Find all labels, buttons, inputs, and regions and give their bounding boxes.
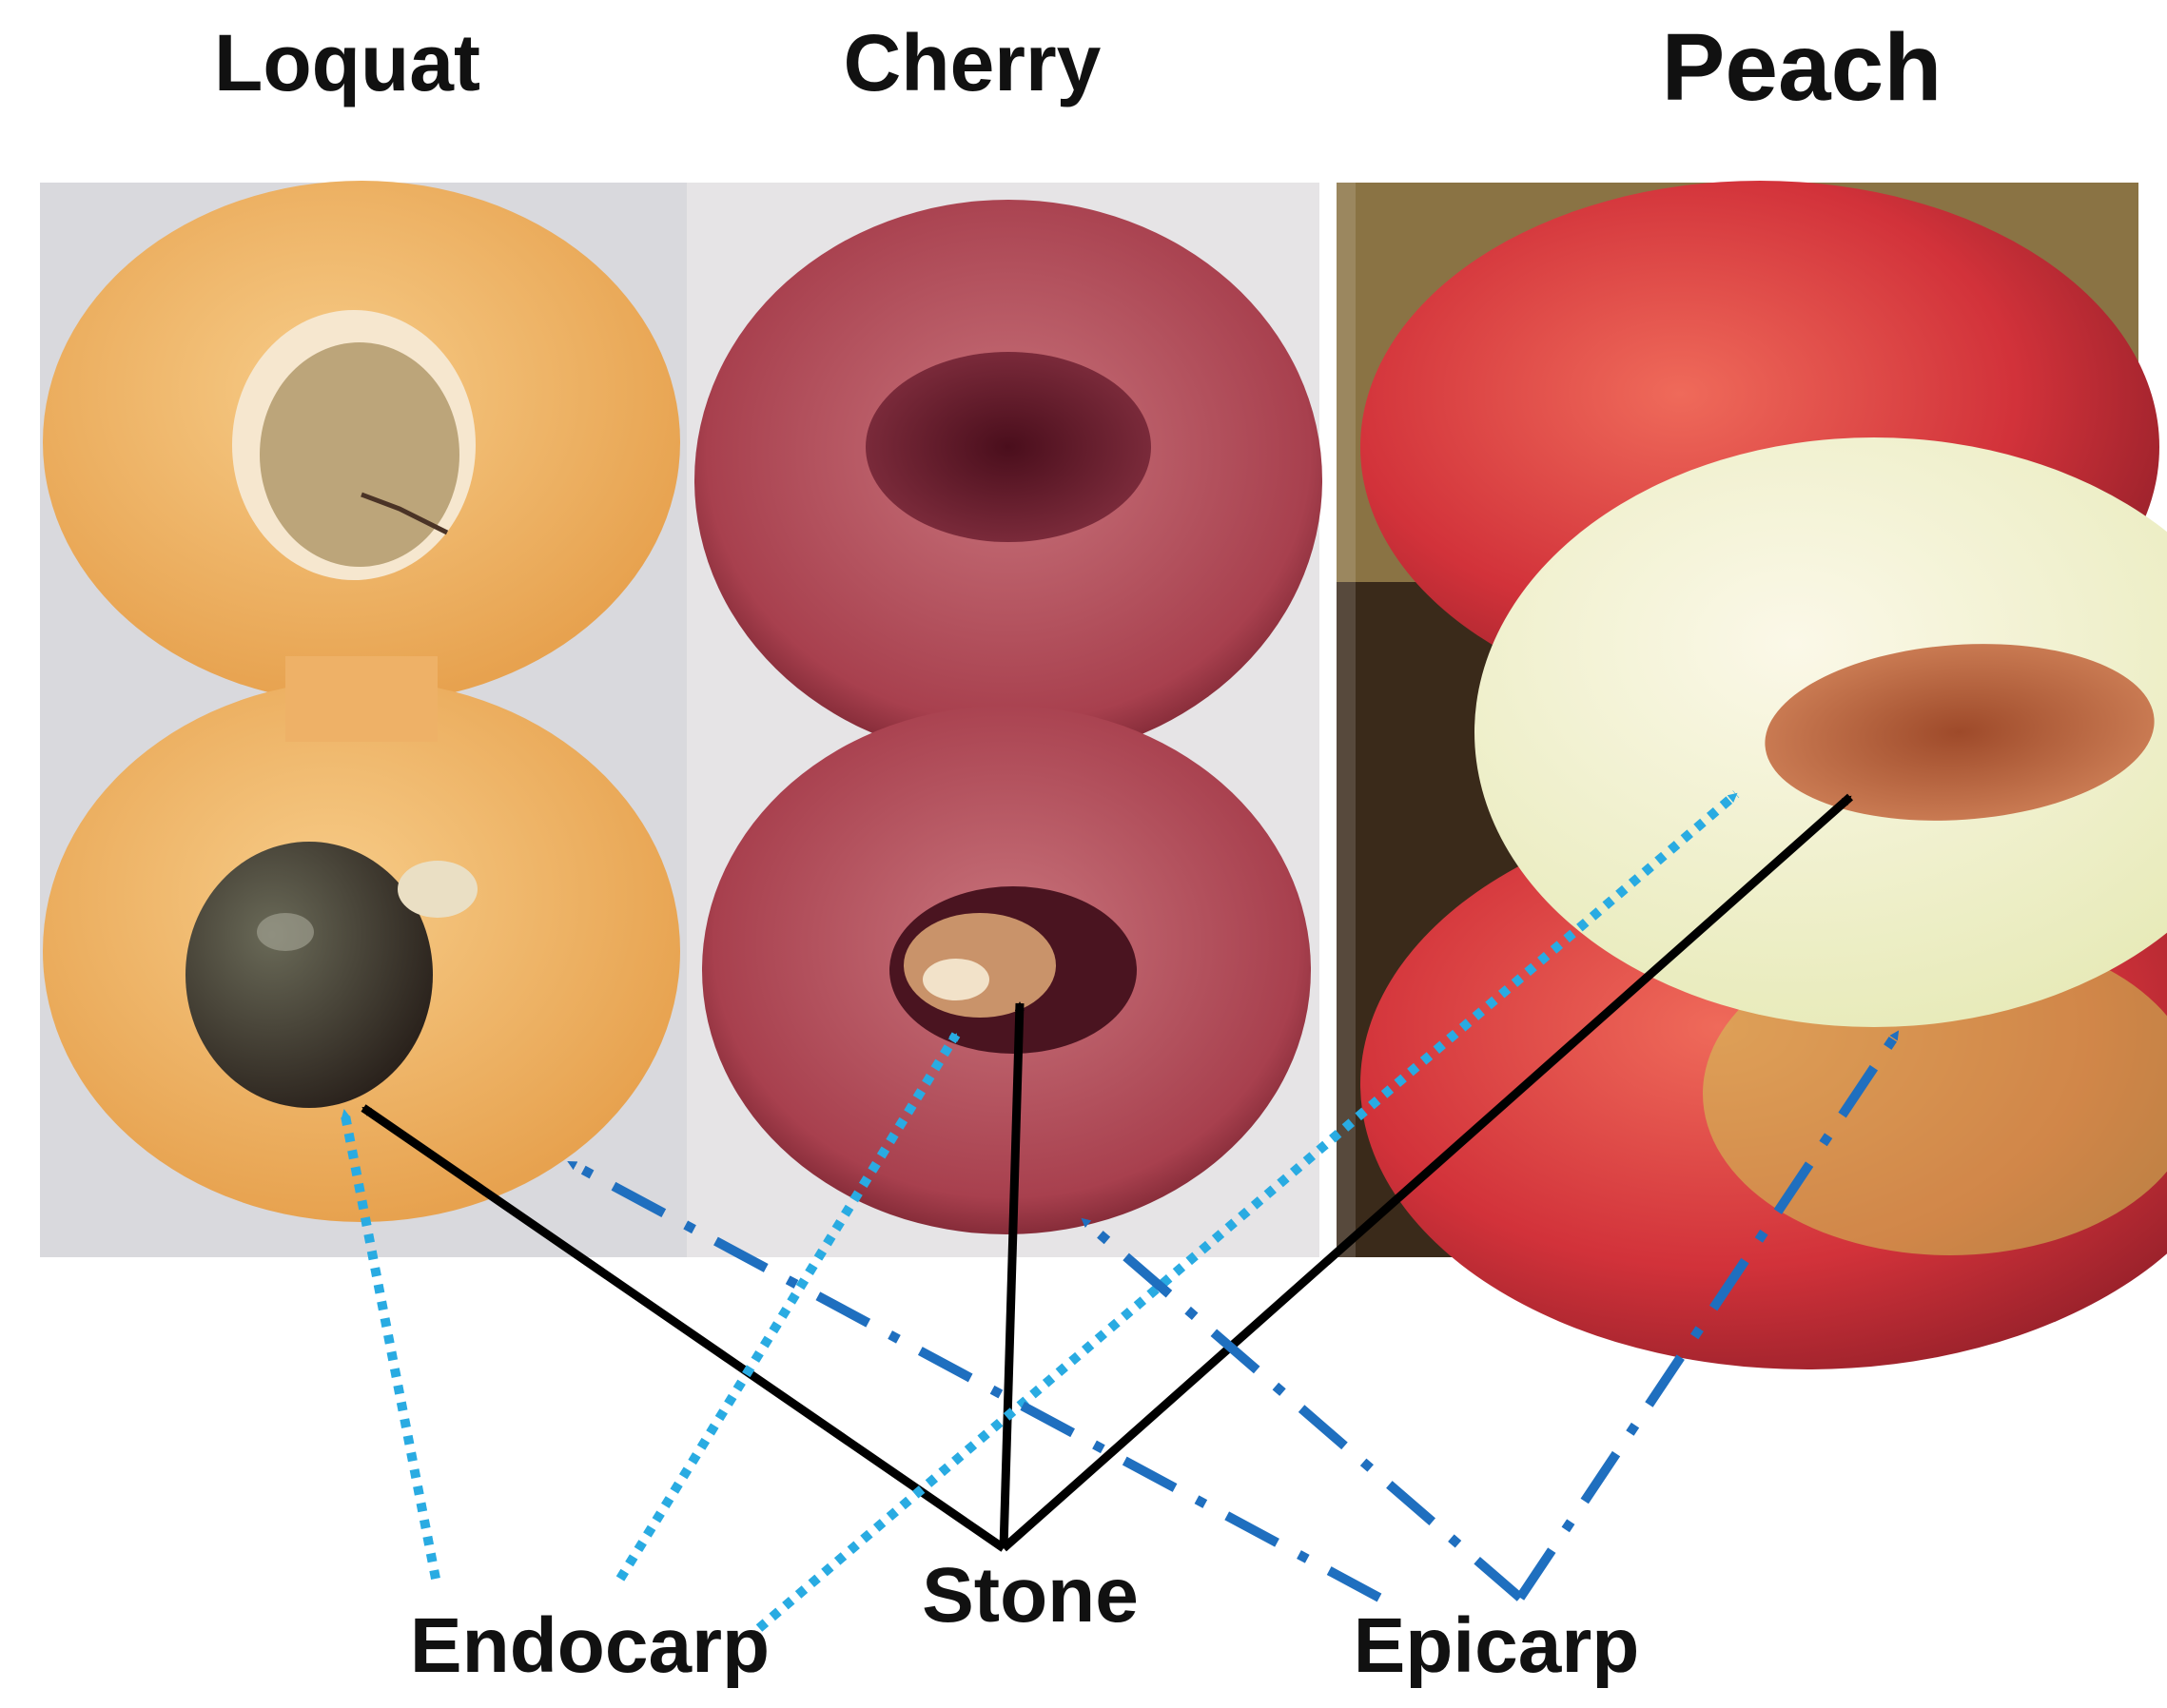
label-epicarp: Epicarp — [1354, 1602, 1640, 1689]
label-stone: Stone — [922, 1552, 1139, 1639]
title-cherry: Cherry — [844, 18, 1102, 107]
endocarp-arrow-loquat — [340, 1109, 440, 1580]
stone-arrows — [361, 793, 1853, 1552]
endocarp-arrow-cherry — [615, 1032, 961, 1582]
label-endocarp: Endocarp — [410, 1602, 770, 1689]
stone-arrow-peach — [1001, 793, 1853, 1552]
cherry-photo — [687, 183, 1322, 1257]
epicarp-arrow-cherry — [1079, 1215, 1524, 1601]
title-loquat: Loquat — [214, 18, 480, 107]
epicarp-arrows — [566, 1029, 1903, 1602]
stone-arrow-cherry — [999, 1001, 1025, 1549]
stone-arrow-loquat — [361, 1104, 1006, 1552]
endocarp-arrows — [340, 790, 1740, 1632]
title-peach: Peach — [1662, 14, 1942, 121]
epicarp-arrow-loquat — [566, 1157, 1382, 1602]
loquat-photo — [40, 181, 687, 1257]
peach-photo — [1337, 181, 2167, 1369]
